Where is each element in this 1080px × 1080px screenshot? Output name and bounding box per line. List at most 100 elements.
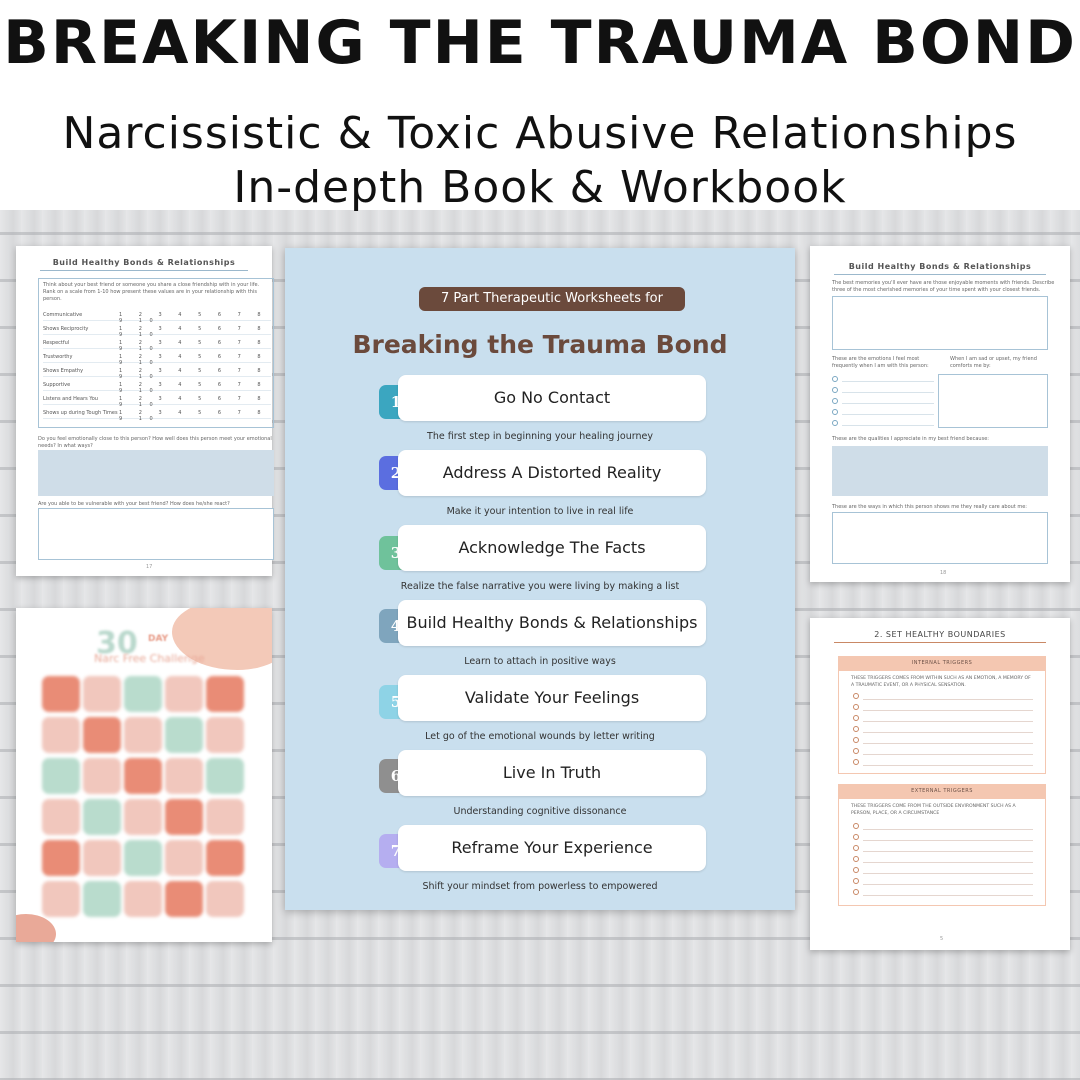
bullet-icon — [853, 834, 859, 840]
challenge-day-cell — [124, 676, 162, 712]
rating-label: Shows Empathy — [43, 368, 84, 374]
write-line — [863, 851, 1033, 852]
rating-row: Supportive 1 2 3 4 5 6 7 8 9 10 — [43, 379, 271, 394]
challenge-day-cell — [124, 717, 162, 753]
challenge-day-cell — [206, 840, 244, 876]
write-line — [863, 862, 1033, 863]
step-card: Reframe Your Experience — [398, 825, 706, 871]
rating-scale: 1 2 3 4 5 6 7 8 9 10 — [119, 382, 269, 394]
external-triggers-text: THESE TRIGGERS COME FROM THE OUTSIDE ENV… — [851, 804, 1016, 816]
bullet-icon — [853, 737, 859, 743]
worksheet-page-18: Build Healthy Bonds & Relationships The … — [810, 246, 1070, 582]
page-number: 18 — [940, 570, 947, 576]
step-description: Let go of the emotional wounds by letter… — [425, 731, 655, 742]
emotions-label: These are the emotions I feel most frequ… — [832, 356, 929, 369]
challenge-day-cell — [165, 799, 203, 835]
boundaries-title: 2. SET HEALTHY BOUNDARIES — [874, 630, 1006, 639]
rating-scale: 1 2 3 4 5 6 7 8 9 10 — [119, 410, 269, 422]
challenge-day-cell — [206, 799, 244, 835]
write-line — [863, 840, 1033, 841]
bullet-icon — [832, 409, 838, 415]
external-triggers-header: EXTERNAL TRIGGERS — [838, 784, 1046, 798]
title-rule — [834, 642, 1046, 643]
question-1: Do you feel emotionally close to this pe… — [38, 436, 272, 449]
step-label: Go No Contact — [493, 388, 611, 407]
title-rule — [40, 270, 248, 271]
internal-triggers-header: INTERNAL TRIGGERS — [838, 656, 1046, 670]
step-card: Live In Truth — [398, 750, 706, 796]
bullet-icon — [853, 889, 859, 895]
bullet-icon — [853, 759, 859, 765]
question-2: Are you able to be vulnerable with your … — [38, 501, 230, 507]
subtitle-line-1: Narcissistic & Toxic Abusive Relationshi… — [62, 108, 1018, 159]
step-label: Reframe Your Experience — [451, 838, 653, 857]
challenge-day-label: DAY — [148, 634, 169, 644]
qualities-box — [832, 446, 1048, 496]
bullet-icon — [832, 387, 838, 393]
challenge-number: 30 — [96, 626, 138, 661]
step-label: Validate Your Feelings — [464, 688, 640, 707]
challenge-day-cell — [165, 717, 203, 753]
step-card: Build Healthy Bonds & Relationships — [398, 600, 706, 646]
header-band — [0, 0, 1080, 210]
rating-row: Listens and Hears You 1 2 3 4 5 6 7 8 9 1… — [43, 393, 271, 408]
worksheet-title: Build Healthy Bonds & Relationships — [52, 258, 236, 267]
step-label: Acknowledge The Facts — [458, 538, 646, 557]
rating-scale: 1 2 3 4 5 6 7 8 9 10 — [119, 368, 269, 380]
challenge-day-cell — [83, 881, 121, 917]
write-line — [863, 721, 1033, 722]
subtitle-line-2: In-depth Book & Workbook — [233, 162, 847, 213]
challenge-day-cell — [42, 840, 80, 876]
bullet-icon — [853, 704, 859, 710]
memories-box — [832, 296, 1048, 350]
rating-row: Respectful 1 2 3 4 5 6 7 8 9 10 — [43, 337, 271, 352]
rating-label: Supportive — [43, 382, 71, 388]
write-line — [863, 884, 1033, 885]
decorative-blob — [16, 914, 56, 942]
write-line — [863, 699, 1033, 700]
challenge-day-cell — [165, 840, 203, 876]
bullet-icon — [853, 748, 859, 754]
write-line — [863, 743, 1033, 744]
rating-label: Listens and Hears You — [43, 396, 98, 402]
step-description: Make it your intention to live in real l… — [446, 506, 634, 517]
external-triggers-box: THESE TRIGGERS COME FROM THE OUTSIDE ENV… — [838, 798, 1046, 906]
challenge-day-cell — [165, 758, 203, 794]
step-card: Acknowledge The Facts — [398, 525, 706, 571]
rating-scale: 1 2 3 4 5 6 7 8 9 10 — [119, 340, 269, 352]
challenge-day-cell — [124, 881, 162, 917]
care-label: These are the ways in which this person … — [832, 504, 1027, 510]
rating-label: Shows up during Tough Times — [43, 410, 118, 416]
step-label: Build Healthy Bonds & Relationships — [406, 613, 698, 632]
write-line — [863, 873, 1033, 874]
challenge-day-cell — [83, 717, 121, 753]
write-line — [842, 425, 934, 426]
step-card: Address A Distorted Reality — [398, 450, 706, 496]
rating-intro: Think about your best friend or someone … — [43, 282, 260, 302]
challenge-day-cell — [165, 881, 203, 917]
rating-row: Shows Empathy 1 2 3 4 5 6 7 8 9 10 — [43, 365, 271, 380]
subtitle-badge: 7 Part Therapeutic Worksheets for — [419, 287, 685, 311]
write-line — [863, 829, 1033, 830]
bullet-icon — [853, 693, 859, 699]
write-line — [842, 414, 934, 415]
bullet-icon — [853, 823, 859, 829]
center-title: Breaking the Trauma Bond — [352, 330, 728, 359]
bullet-icon — [832, 376, 838, 382]
care-box — [832, 512, 1048, 564]
challenge-day-cell — [165, 676, 203, 712]
rating-table: Think about your best friend or someone … — [38, 278, 274, 428]
rating-label: Respectful — [43, 340, 70, 346]
challenge-day-cell — [42, 758, 80, 794]
challenge-day-cell — [206, 717, 244, 753]
answer-area-2 — [38, 508, 274, 560]
rating-scale: 1 2 3 4 5 6 7 8 9 10 — [119, 396, 269, 408]
memories-intro: The best memories you'll ever have are t… — [832, 280, 1055, 293]
step-card: Validate Your Feelings — [398, 675, 706, 721]
step-description: Realize the false narrative you were liv… — [400, 581, 680, 592]
write-line — [842, 392, 934, 393]
rating-label: Shows Reciprocity — [43, 326, 89, 332]
